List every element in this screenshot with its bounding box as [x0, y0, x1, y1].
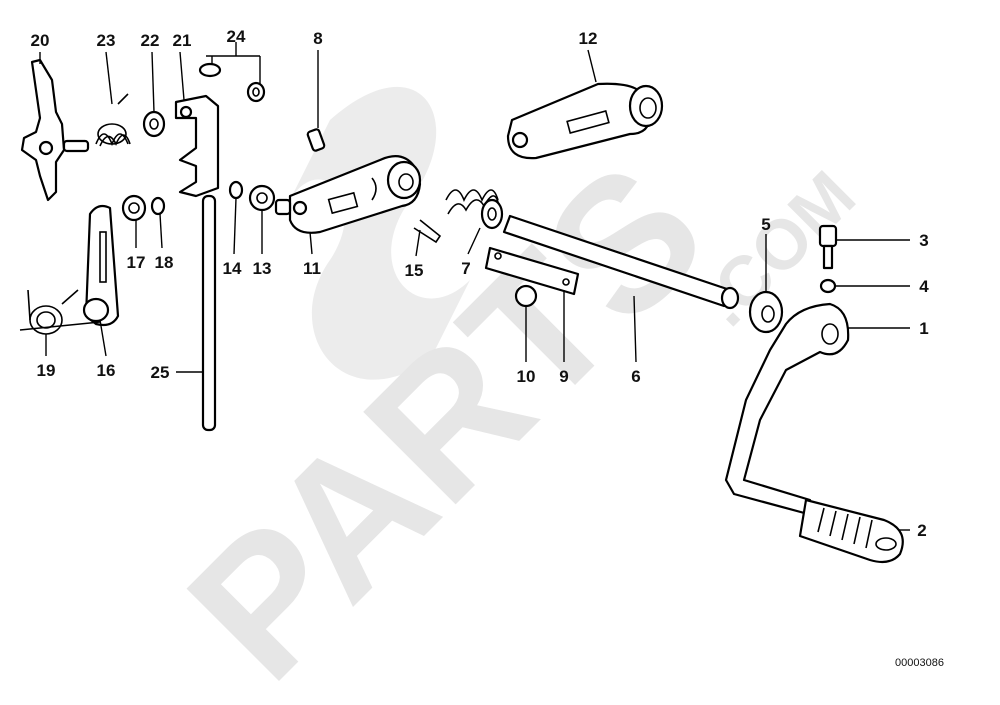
- callout-8: 8: [313, 29, 322, 48]
- part-22-washer: [142, 110, 166, 138]
- part-23-spring: [95, 93, 131, 147]
- callout-22: 22: [141, 31, 160, 50]
- part-15-clip: [413, 219, 442, 244]
- callout-15: 15: [405, 261, 424, 280]
- callout-21: 21: [173, 31, 192, 50]
- callout-18: 18: [155, 253, 174, 272]
- part-13-bushing: [248, 184, 276, 212]
- callout-labels: 20 23 22 21 24 8 12 17 18 14 13 11 15 7 …: [31, 27, 930, 540]
- part-18-ring: [150, 196, 166, 216]
- part-9-plate: [484, 246, 580, 296]
- part-16-lever: [82, 204, 120, 327]
- callout-2: 2: [917, 521, 926, 540]
- part-3-bolt: [818, 224, 838, 270]
- part-12-lever: [506, 82, 664, 160]
- part-10-ball: [514, 284, 538, 308]
- diagram-code: 00003086: [895, 657, 944, 669]
- callout-7: 7: [461, 259, 470, 278]
- callout-14: 14: [223, 259, 242, 278]
- part-7-washer: [480, 198, 504, 230]
- callout-6: 6: [631, 367, 640, 386]
- callout-3: 3: [919, 231, 928, 250]
- callout-19: 19: [37, 361, 56, 380]
- part-21-bracket: [174, 94, 220, 198]
- callout-13: 13: [253, 259, 272, 278]
- callout-25: 25: [151, 363, 170, 382]
- callout-24: 24: [227, 27, 246, 46]
- part-11-lever-arm: [274, 155, 422, 234]
- part-17-roller: [121, 194, 147, 222]
- part-6-shaft: [502, 214, 740, 310]
- callout-10: 10: [517, 367, 536, 386]
- callout-16: 16: [97, 361, 116, 380]
- watermark-brand: PARTS: [149, 124, 744, 705]
- part-14-washer: [228, 180, 244, 200]
- callout-17: 17: [127, 253, 146, 272]
- part-24-clips: [198, 42, 266, 103]
- callout-12: 12: [579, 29, 598, 48]
- shaft-spring: [445, 189, 499, 215]
- callout-11: 11: [303, 259, 321, 278]
- part-2-peg-rubber: [798, 498, 904, 564]
- callout-5: 5: [761, 215, 770, 234]
- part-4-washer: [819, 278, 837, 294]
- watermark-logo-swoosh: [290, 86, 470, 380]
- leader-lines: [39, 49, 910, 531]
- callout-4: 4: [919, 277, 929, 296]
- callout-1: 1: [919, 319, 928, 338]
- part-8-screw: [306, 128, 326, 152]
- part-5-bushing: [748, 290, 784, 334]
- callout-20: 20: [31, 31, 50, 50]
- callout-9: 9: [559, 367, 568, 386]
- part-20-shift-fork: [20, 58, 90, 202]
- part-1-shift-lever: [724, 302, 850, 516]
- part-25-rod: [201, 194, 217, 432]
- callout-23: 23: [97, 31, 116, 50]
